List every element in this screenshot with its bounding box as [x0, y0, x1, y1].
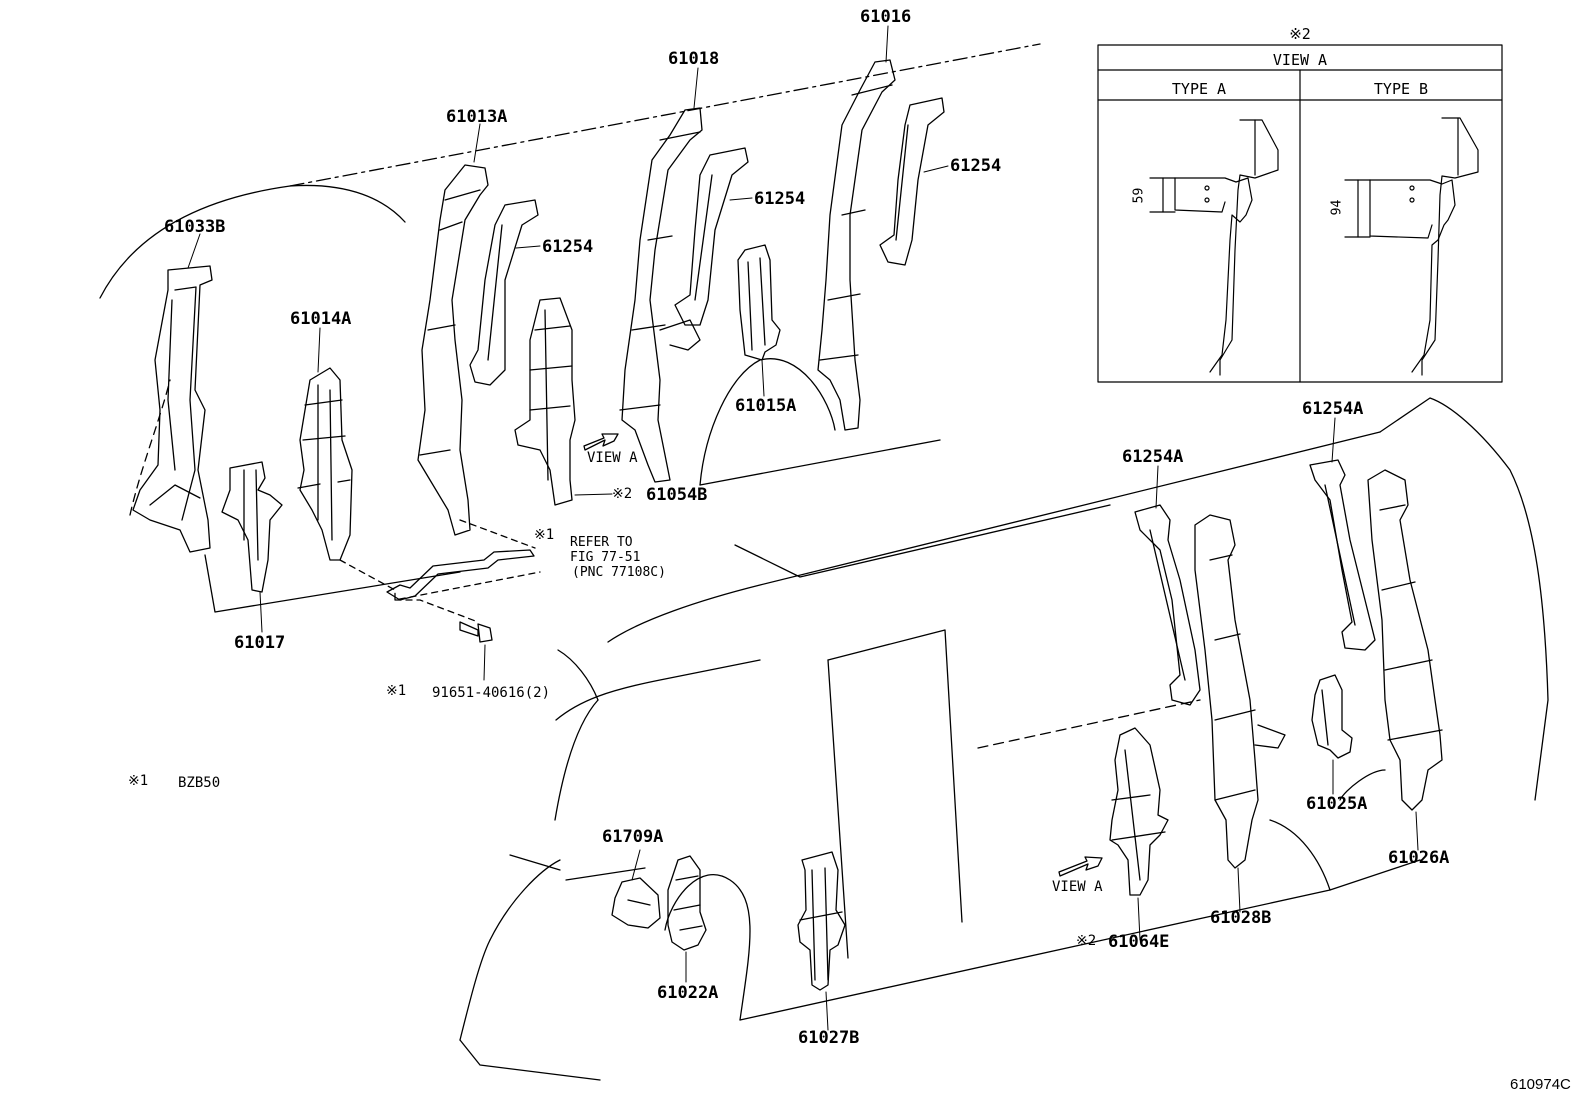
pillar-61014a [297, 367, 353, 561]
footnote-mark: ※1 [128, 773, 149, 789]
bracket-part [386, 549, 535, 601]
inset-type-a: TYPE A [1171, 80, 1227, 98]
dashed-leaders [339, 519, 541, 623]
pillar-61028b [1194, 514, 1286, 869]
pillar-61027b [797, 851, 846, 991]
reinforce-61254-b [674, 147, 749, 326]
inset-note-mark: ※2 [1289, 25, 1311, 43]
view-a-label-lower: VIEW A [1052, 879, 1103, 895]
part-label-61064e[interactable]: 61064E [1108, 932, 1170, 952]
part-label-61254-b[interactable]: 61254 [754, 189, 806, 209]
note-mark-1-refer: ※1 [534, 527, 555, 543]
view-a-label-upper: VIEW A [587, 450, 638, 466]
lower-body-outline [459, 397, 1549, 1081]
pillar-61026a [1367, 469, 1443, 811]
reinforce-61254-c [879, 97, 945, 266]
part-label-61027b[interactable]: 61027B [798, 1028, 860, 1048]
part-label-61025a[interactable]: 61025A [1306, 794, 1368, 814]
pillar-61017 [221, 461, 283, 593]
pillar-61064e [1109, 727, 1169, 896]
part-label-61016[interactable]: 61016 [860, 7, 912, 27]
pillar-61025a [1311, 674, 1353, 759]
bolt-part-number[interactable]: 91651-40616(2) [432, 685, 551, 701]
part-label-61026a[interactable]: 61026A [1388, 848, 1450, 868]
part-label-61054b[interactable]: 61054B [646, 485, 708, 505]
inset-dimension-a: 59 [1131, 187, 1147, 204]
pillar-61016 [817, 59, 896, 431]
refer-line-1[interactable]: REFER TO [570, 535, 633, 550]
inset-view-a [1097, 44, 1503, 383]
part-label-61254a-1[interactable]: 61254A [1122, 447, 1184, 467]
part-label-61017[interactable]: 61017 [234, 633, 286, 653]
reinforce-61254-a [469, 199, 539, 386]
part-label-61033b[interactable]: 61033B [164, 217, 226, 237]
part-label-61013a[interactable]: 61013A [446, 107, 508, 127]
part-label-61018[interactable]: 61018 [668, 49, 720, 69]
inset-dimension-b: 94 [1329, 199, 1345, 216]
note-mark-2-lower: ※2 [1076, 933, 1097, 949]
part-label-61015a[interactable]: 61015A [735, 396, 797, 416]
inset-type-b: TYPE B [1373, 80, 1429, 98]
leader-lines [187, 25, 1419, 1031]
part-label-61254-c[interactable]: 61254 [950, 156, 1002, 176]
refer-line-2[interactable]: FIG 77-51 [570, 550, 641, 565]
part-label-61022a[interactable]: 61022A [657, 983, 719, 1003]
part-label-61028b[interactable]: 61028B [1210, 908, 1272, 928]
pillar-61033b [132, 265, 213, 553]
bracket-61709a [611, 877, 661, 929]
pillar-61018 [619, 107, 703, 483]
view-a-arrow-upper [583, 433, 619, 451]
part-label-61254-a[interactable]: 61254 [542, 237, 594, 257]
part-label-61014a[interactable]: 61014A [290, 309, 352, 329]
pillar-61054b [514, 297, 576, 506]
reinforce-61254a-2 [1309, 459, 1376, 651]
pillar-61015a [737, 244, 781, 361]
refer-line-3[interactable]: (PNC 77108C) [572, 565, 666, 580]
footnote-text: BZB50 [178, 775, 221, 791]
bolt-part [459, 621, 493, 643]
part-label-61709a[interactable]: 61709A [602, 827, 664, 847]
pillar-61022a [667, 855, 707, 951]
part-label-61254a-2[interactable]: 61254A [1302, 399, 1364, 419]
diagram-id: 610974C [1510, 1076, 1571, 1093]
note-mark-1-bolt: ※1 [386, 683, 407, 699]
upper-body-outline [99, 43, 1111, 613]
inset-title: VIEW A [1272, 51, 1328, 69]
pillar-61013a [417, 164, 489, 536]
view-a-arrow-lower [1058, 856, 1103, 877]
reinforce-61254a-1 [1134, 504, 1201, 706]
note-mark-2-upper: ※2 [612, 486, 633, 502]
